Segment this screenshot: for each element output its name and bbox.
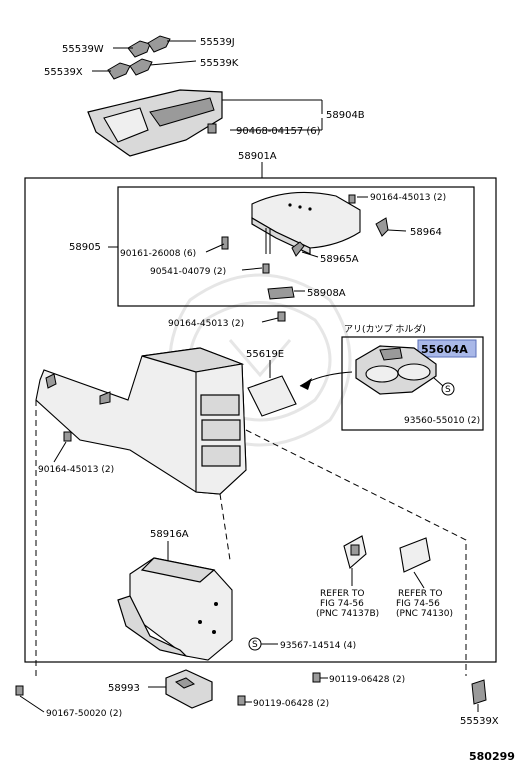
refer-a-line1: REFER TO	[320, 589, 365, 599]
label-58965A: 58965A	[320, 254, 359, 265]
bracket-58993	[165, 669, 213, 709]
label-90541: 90541-04079 (2)	[150, 267, 226, 277]
label-90468: 90468-04157 (6)	[236, 126, 321, 137]
symbol-s-1: S	[445, 385, 451, 395]
label-55539K: 55539K	[200, 58, 239, 69]
label-55539J: 55539J	[200, 37, 235, 48]
label-90161: 90161-26008 (6)	[120, 249, 196, 259]
label-58908A: 58908A	[307, 288, 346, 299]
cup-holder-note: アリ(カツプ ホルダ)	[344, 323, 426, 335]
figure-number: 580299	[469, 750, 515, 763]
refer-a-line2: FIG 74-56	[320, 599, 364, 609]
label-55604A[interactable]: 55604A	[421, 343, 468, 356]
label-93560: 93560-55010 (2)	[404, 416, 480, 426]
label-58993: 58993	[108, 683, 140, 694]
refer-a-line3: (PNC 74137B)	[316, 609, 379, 619]
switch-74137B	[343, 535, 367, 569]
symbol-s-2: S	[252, 640, 258, 650]
label-90164-top: 90164-45013 (2)	[370, 193, 446, 203]
screw-90164-mid	[277, 311, 286, 322]
part-highlight	[417, 339, 477, 358]
screw-90119-b	[237, 695, 246, 706]
refer-b-line1: REFER TO	[398, 589, 443, 599]
label-90167: 90167-50020 (2)	[46, 709, 122, 719]
spring-58965A	[291, 241, 305, 257]
cup-holder-55604A	[355, 345, 437, 395]
label-58916A: 58916A	[150, 529, 189, 540]
hinge-58964	[375, 217, 389, 237]
tray-58904B	[87, 89, 223, 157]
label-55619E: 55619E	[246, 349, 284, 360]
box-58916A	[117, 557, 233, 661]
screw-90468	[207, 123, 217, 134]
label-58905: 58905	[69, 242, 101, 253]
screw-90164-top	[348, 194, 356, 204]
label-90119-b: 90119-06428 (2)	[253, 699, 329, 709]
assembly-frame	[24, 177, 497, 663]
clip-55539X-bottom	[471, 679, 487, 705]
label-90164-mid: 90164-45013 (2)	[168, 319, 244, 329]
label-55539W: 55539W	[62, 44, 104, 55]
console-body	[35, 347, 247, 495]
arrow-head	[300, 378, 312, 390]
screw-90541	[262, 263, 270, 274]
label-58904B: 58904B	[326, 110, 365, 121]
guide-center	[219, 493, 231, 561]
switch-74130	[399, 537, 431, 573]
label-55539X-top: 55539X	[44, 67, 83, 78]
guide-right	[245, 429, 467, 676]
screw-90119-a	[312, 672, 321, 683]
label-90164-left: 90164-45013 (2)	[38, 465, 114, 475]
symbol-circle-s	[441, 382, 455, 396]
label-93567: 93567-14514 (4)	[280, 641, 356, 651]
clip-55539W-shape	[127, 35, 171, 58]
label-90119-a: 90119-06428 (2)	[329, 675, 405, 685]
screw-90167	[15, 685, 24, 696]
screw-90161	[221, 236, 229, 250]
armrest-lid	[251, 191, 361, 255]
label-58901A: 58901A	[238, 151, 277, 162]
cup-holder-box	[341, 336, 484, 431]
refer-b-line2: FIG 74-56	[396, 599, 440, 609]
screw-90164-left	[63, 431, 72, 442]
label-58964: 58964	[410, 227, 442, 238]
clip-55539X-shape	[107, 58, 153, 80]
refer-b-line3: (PNC 74130)	[396, 609, 453, 619]
bezel-55619E	[247, 375, 297, 417]
label-55539X-bottom: 55539X	[460, 716, 499, 727]
lock-58908A	[267, 286, 295, 300]
